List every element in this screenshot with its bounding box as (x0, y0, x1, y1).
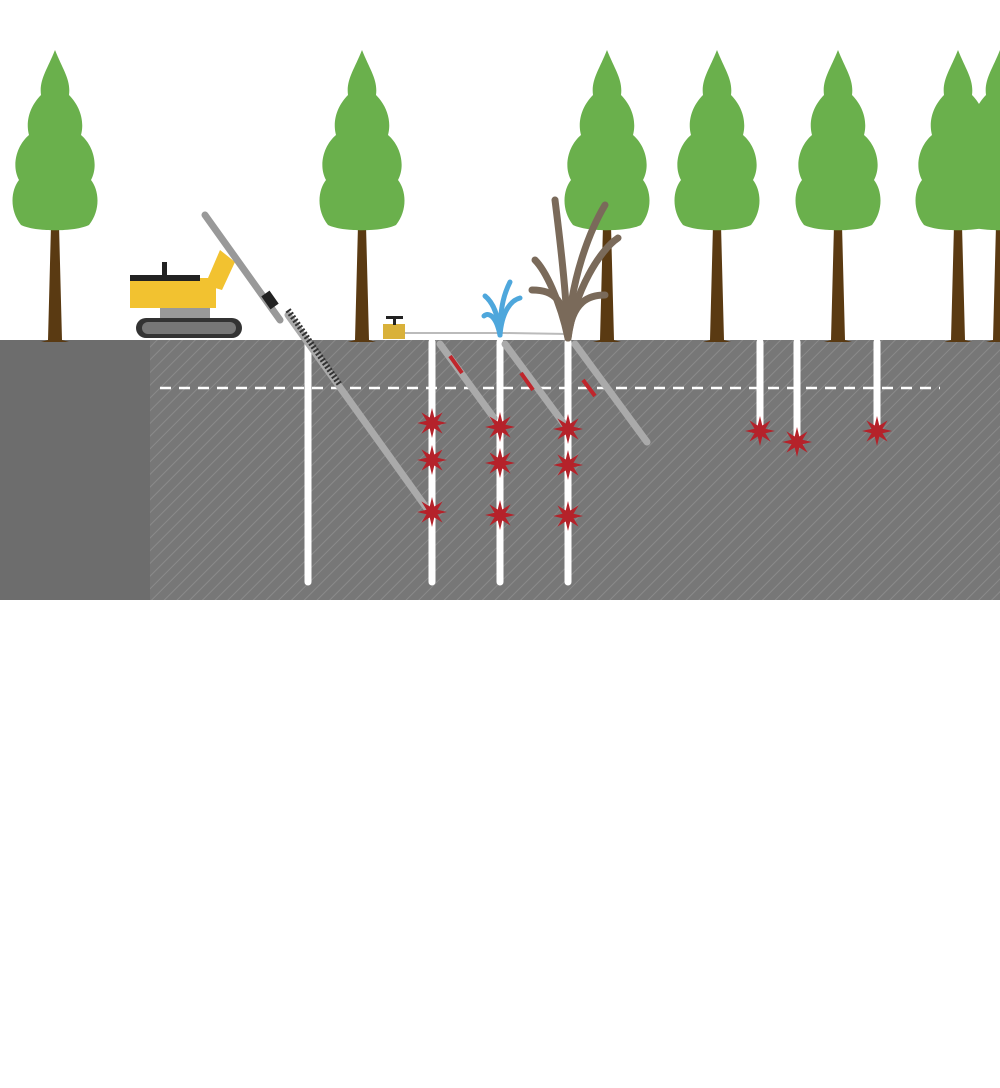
depth-label-panel (0, 340, 150, 600)
blast-icon (485, 500, 515, 530)
blast-icon (417, 445, 447, 475)
mud-eruption-icon (528, 196, 622, 342)
blast-icon (745, 416, 775, 446)
blast-icon (553, 501, 583, 531)
blast-icon (417, 497, 447, 527)
drill-rig-icon (130, 211, 284, 338)
charge-markers (448, 354, 597, 398)
blast-icon (862, 416, 892, 446)
charge-pipe (571, 340, 651, 446)
tree-icon (674, 50, 760, 342)
blast-icon (553, 450, 583, 480)
charge-pipe (501, 340, 568, 428)
depth-label-title: max. Verdichtungstiefe (68, 740, 89, 933)
tree-icon (795, 50, 881, 342)
blast-icon (782, 427, 812, 457)
tree-icon (12, 50, 98, 342)
detonator-icon (383, 316, 569, 339)
depth-label: max. Verdichtungstiefe 30 m (0, 340, 150, 935)
blast-icon (417, 408, 447, 438)
blast-points (417, 408, 892, 531)
blast-icon (485, 448, 515, 478)
tree-icon (319, 50, 405, 342)
charge-pipe (436, 340, 498, 422)
water-fountain-icon (481, 279, 523, 338)
depth-label-value: 30 m (94, 875, 124, 935)
blast-icon (553, 414, 583, 444)
blast-icon (485, 412, 515, 442)
auger-icon (285, 308, 343, 387)
